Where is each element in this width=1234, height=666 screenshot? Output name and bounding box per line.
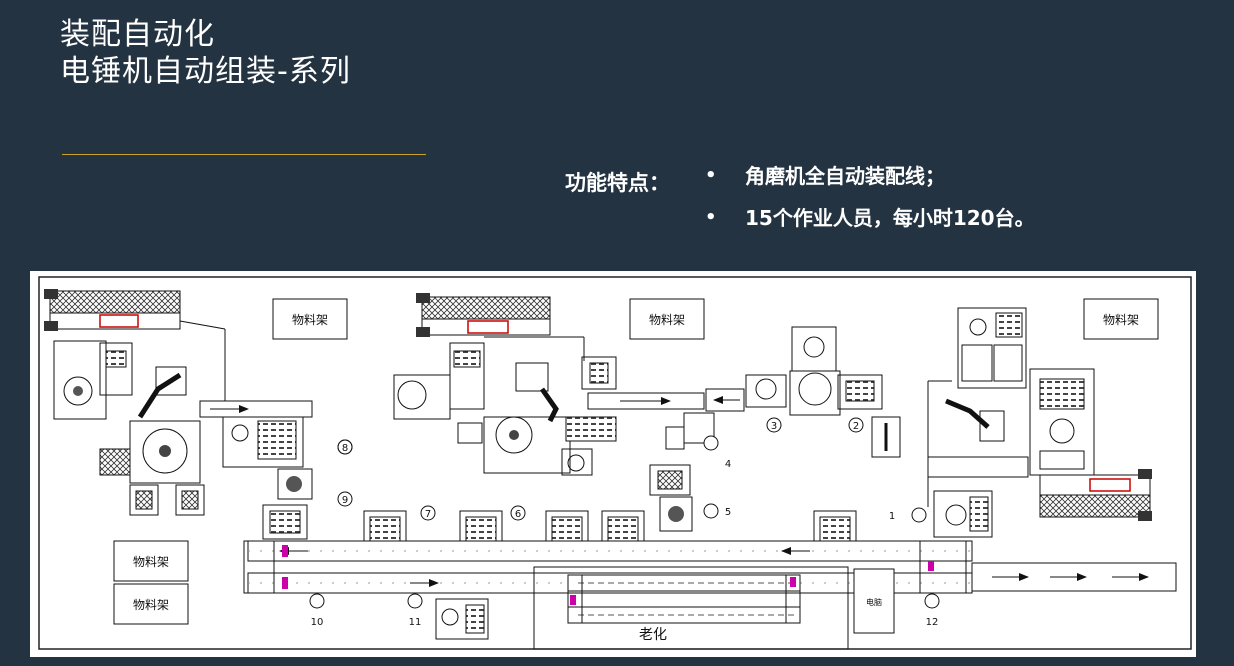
assembly-line-layout: 物料架 物料架 物料架 物料架 物料架 8 9 7 6 3 2 4 5 1 10 [30, 271, 1196, 657]
features-label: 功能特点： [565, 171, 670, 195]
station-number: 6 [515, 509, 521, 520]
station-number: 8 [342, 443, 348, 454]
station-numbers: 8 9 7 6 3 2 4 5 1 10 11 12 [311, 421, 939, 628]
material-racks: 物料架 物料架 物料架 物料架 物料架 [113, 298, 1159, 625]
aging-loop [533, 566, 895, 650]
machine-station-8 [199, 400, 313, 540]
title-line-2: 电锤机自动组装-系列 [60, 54, 351, 89]
rack-label: 物料架 [1103, 313, 1139, 327]
machine-left-lower [99, 420, 205, 516]
machine-center-right [581, 356, 745, 532]
station-number: 2 [853, 421, 859, 432]
layout-drawing: 物料架 物料架 物料架 物料架 物料架 8 9 7 6 3 2 4 5 1 10 [38, 276, 1192, 650]
feature-item: 角磨机全自动装配线； [705, 163, 1035, 205]
station-number: 10 [311, 617, 324, 628]
box-label: 电脑 [866, 597, 882, 607]
station-number: 4 [725, 459, 731, 470]
operator-stations [309, 417, 940, 609]
rack-label: 物料架 [649, 313, 685, 327]
features-list: 角磨机全自动装配线； 15个作业人员，每小时120台。 [705, 163, 1035, 247]
aging-label: 老化 [639, 627, 667, 643]
title-line-1: 装配自动化 [60, 17, 215, 52]
machine-stations-2-3 [745, 326, 901, 458]
title-underline [62, 154, 426, 155]
rack-label: 物料架 [133, 598, 169, 612]
machine-top-right [927, 307, 1152, 538]
station-number: 3 [771, 421, 777, 432]
output-lane [435, 562, 1177, 640]
station-number: 7 [425, 509, 431, 520]
station-number: 9 [342, 495, 348, 506]
rack-label: 物料架 [133, 555, 169, 569]
station-number: 5 [725, 507, 731, 518]
machine-top-center [393, 293, 617, 476]
feature-item: 15个作业人员，每小时120台。 [705, 205, 1035, 247]
station-number: 1 [889, 511, 895, 522]
station-number: 12 [926, 617, 939, 628]
machine-top-left [44, 289, 226, 420]
station-number: 11 [409, 617, 422, 628]
rack-label: 物料架 [292, 313, 328, 327]
